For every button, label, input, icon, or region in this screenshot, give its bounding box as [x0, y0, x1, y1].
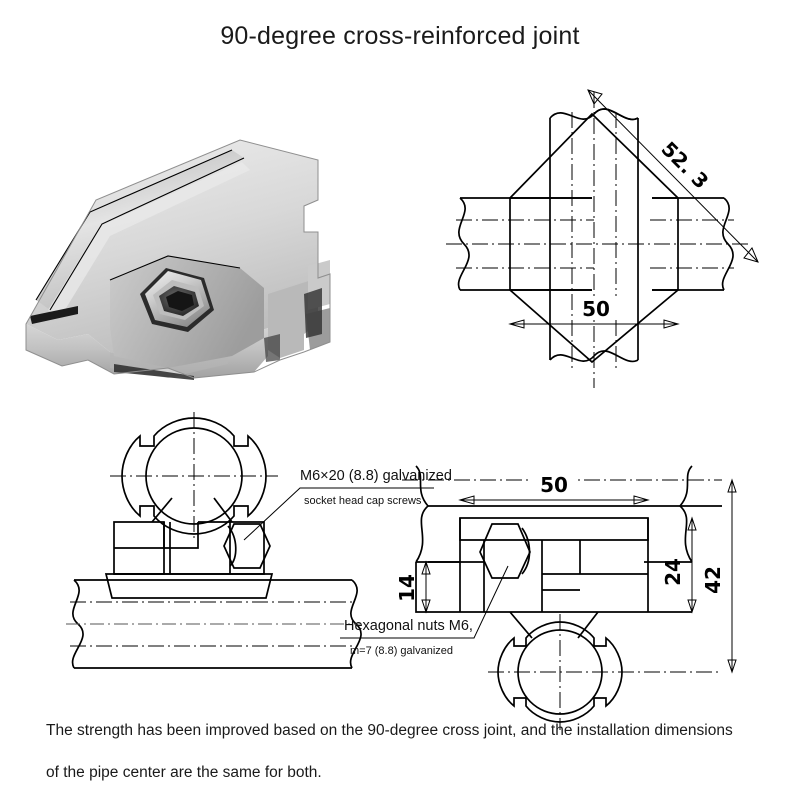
- dimension-14: 14: [395, 574, 419, 602]
- photo-shadow-slots: [30, 288, 322, 380]
- dimension-width-50-right: 50: [458, 470, 650, 505]
- spline-pipe-section-right: [488, 614, 722, 730]
- annotation-nut-sub: m=7 (8.8) galvanized: [350, 645, 453, 657]
- dimension-diagonal: 52. 3: [587, 89, 759, 263]
- caption-block: The strength has been improved based on …: [46, 710, 786, 794]
- hex-nut-right: [479, 523, 531, 579]
- dimension-50-top: 50: [582, 297, 610, 321]
- spline-pipe-section: [110, 412, 278, 542]
- annotation-nut: Hexagonal nuts M6, m=7 (8.8) galvanized: [340, 565, 509, 657]
- dimension-24: 24: [661, 558, 685, 586]
- dimension-height-14: 14: [395, 560, 431, 614]
- dimension-42: 42: [701, 566, 725, 594]
- annotation-screw-sub: socket head cap screws: [304, 495, 422, 507]
- caption-line-2: of the pipe center are the same for both…: [46, 764, 322, 781]
- photo-hex-bolt: [140, 268, 214, 332]
- figure-plan-view: 52. 3 50: [442, 62, 800, 402]
- dimension-height-42: 42: [701, 478, 737, 674]
- dimension-height-24: 24: [661, 516, 697, 614]
- dimension-50-bottom: 50: [540, 473, 568, 497]
- dimension-width-50: 50: [508, 296, 680, 329]
- photo-groove: [35, 149, 250, 318]
- centerlines: [446, 92, 748, 388]
- caption-line-1: The strength has been improved based on …: [46, 722, 733, 739]
- annotation-nut-main: Hexagonal nuts M6,: [344, 618, 473, 634]
- clamp-body-right: [415, 517, 692, 639]
- hex-nut-left: [223, 523, 271, 569]
- figure-section-right: 50 14 24 42 Hexagonal nuts M6, m=7 (: [340, 462, 800, 732]
- photo-outline: [25, 139, 331, 379]
- horizontal-pipe-left: [66, 579, 362, 669]
- joint-body-outline: [509, 112, 679, 364]
- clamp-body-left: [104, 497, 274, 599]
- page-title: 90-degree cross-reinforced joint: [220, 22, 580, 50]
- product-photo: [18, 128, 348, 380]
